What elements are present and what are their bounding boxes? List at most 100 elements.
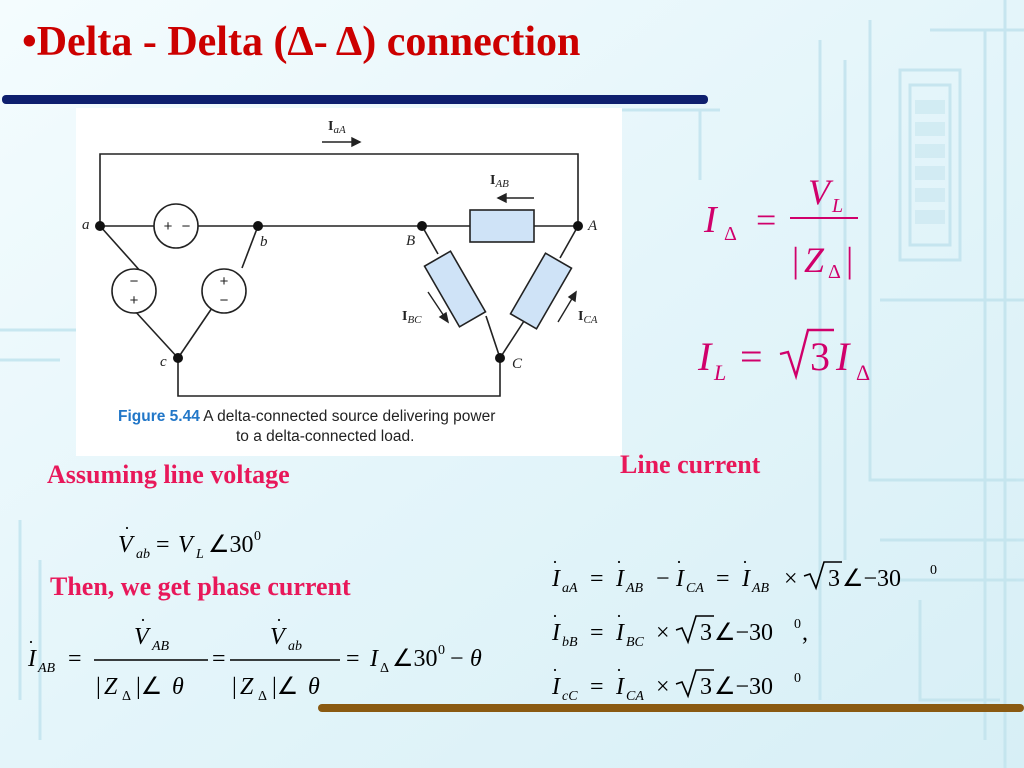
- equation-line-currents: I· aA = I· AB − I· CA = I· AB × 3 ∠−30 0…: [551, 552, 937, 704]
- svg-text:·: ·: [616, 552, 622, 572]
- svg-text:+: +: [130, 292, 139, 309]
- svg-text:=: =: [346, 646, 360, 672]
- svg-text:I: I: [615, 674, 625, 700]
- svg-text:Z: Z: [104, 674, 118, 700]
- svg-text:ab: ab: [136, 547, 150, 562]
- svg-text:+: +: [220, 273, 229, 290]
- source-ca: [111, 268, 157, 314]
- line-current-label: Line current: [620, 450, 761, 479]
- impedance-CA: [509, 252, 573, 330]
- svg-text:−: −: [450, 646, 464, 672]
- svg-text:·: ·: [276, 614, 282, 630]
- svg-text:I: I: [741, 566, 751, 592]
- svg-text:θ: θ: [172, 674, 184, 700]
- svg-text:I: I: [697, 334, 713, 379]
- assuming-label: Assuming line voltage: [47, 460, 290, 489]
- node-label-B: B: [406, 233, 415, 249]
- svg-text:Δ: Δ: [380, 661, 389, 676]
- svg-text:V: V: [118, 532, 135, 558]
- equation-line-current: I L = 3 I Δ: [697, 328, 870, 385]
- phase-current-label: Then, we get phase current: [50, 572, 351, 601]
- svg-text:·: ·: [140, 614, 146, 630]
- svg-text:Δ: Δ: [258, 689, 267, 704]
- svg-text:AB: AB: [151, 639, 170, 654]
- equation-line-voltage: V · ab = V L ∠30 0: [118, 522, 261, 562]
- svg-text:Δ: Δ: [856, 360, 870, 385]
- svg-text:·: ·: [616, 660, 622, 680]
- svg-text:0: 0: [254, 529, 261, 544]
- svg-text:I: I: [27, 646, 37, 672]
- svg-text:=: =: [740, 334, 763, 379]
- svg-text:I: I: [835, 334, 851, 379]
- svg-text:AB: AB: [751, 581, 770, 596]
- svg-text:I: I: [615, 620, 625, 646]
- svg-text:CA: CA: [626, 689, 644, 704]
- svg-text:L: L: [831, 195, 843, 217]
- svg-text:BC: BC: [626, 635, 645, 650]
- svg-text:=: =: [590, 674, 604, 700]
- circuit-diagram: +− −+ +−: [82, 119, 598, 397]
- svg-text:·: ·: [124, 522, 130, 538]
- svg-text:·: ·: [552, 660, 558, 680]
- svg-text:θ: θ: [308, 674, 320, 700]
- current-label-ICA: ICA: [578, 309, 598, 326]
- svg-text:0: 0: [794, 617, 801, 632]
- svg-text:Z: Z: [804, 240, 825, 280]
- node-label-c: c: [160, 354, 167, 370]
- svg-text:3: 3: [810, 334, 830, 379]
- equation-IcC: I· cC = I· CA × 3 ∠−30 0: [551, 660, 801, 704]
- svg-text:|: |: [96, 674, 101, 700]
- svg-text:∠−30: ∠−30: [714, 674, 773, 700]
- svg-text:0: 0: [438, 643, 445, 658]
- svg-text:=: =: [68, 646, 82, 672]
- svg-text:,: ,: [802, 620, 808, 646]
- svg-text:I: I: [369, 646, 379, 672]
- svg-text:−: −: [130, 273, 139, 290]
- svg-text:|: |: [232, 674, 237, 700]
- svg-text:|: |: [792, 240, 799, 280]
- svg-text:∠−30: ∠−30: [714, 620, 773, 646]
- equation-IbB: I· bB = I· BC × 3 ∠−30 0 ,: [551, 606, 808, 650]
- svg-text:L: L: [195, 547, 204, 562]
- svg-text:Δ: Δ: [828, 261, 841, 283]
- svg-text:=: =: [156, 532, 170, 558]
- svg-text:I: I: [551, 620, 561, 646]
- svg-text:Z: Z: [240, 674, 254, 700]
- svg-text:aA: aA: [562, 581, 578, 596]
- svg-text:·: ·: [552, 552, 558, 572]
- figure-caption-line2: to a delta-connected load.: [236, 428, 415, 445]
- svg-text:Δ: Δ: [724, 223, 737, 245]
- svg-text:·: ·: [742, 552, 748, 572]
- svg-text:−: −: [182, 218, 191, 235]
- node-label-C: C: [512, 356, 523, 372]
- svg-text:Δ: Δ: [122, 689, 131, 704]
- svg-text:V: V: [134, 624, 151, 650]
- svg-text:=: =: [716, 566, 730, 592]
- svg-text:V: V: [808, 172, 834, 212]
- svg-text:×: ×: [656, 674, 670, 700]
- svg-text:I: I: [615, 566, 625, 592]
- svg-text:V: V: [178, 532, 195, 558]
- svg-text:I: I: [551, 566, 561, 592]
- svg-text:I: I: [551, 674, 561, 700]
- impedance-BC: [423, 250, 487, 328]
- svg-text:|∠: |∠: [136, 674, 162, 700]
- svg-text:−: −: [656, 566, 670, 592]
- svg-text:3: 3: [828, 566, 840, 592]
- svg-text:ab: ab: [288, 639, 302, 654]
- svg-text:0: 0: [930, 563, 937, 578]
- svg-text:·: ·: [676, 552, 682, 572]
- svg-text:bB: bB: [562, 635, 578, 650]
- svg-text:cC: cC: [562, 689, 578, 704]
- svg-text:∠30: ∠30: [392, 646, 438, 672]
- svg-text:AB: AB: [37, 661, 56, 676]
- source-bc: [201, 268, 247, 314]
- svg-text:=: =: [212, 646, 226, 672]
- current-label-IaA: IaA: [328, 119, 346, 136]
- svg-text:I: I: [675, 566, 685, 592]
- svg-text:∠−30: ∠−30: [842, 566, 901, 592]
- svg-text:∠30: ∠30: [208, 532, 254, 558]
- slide-title: •Delta - Delta (Δ- Δ) connection: [22, 19, 581, 65]
- node-label-b: b: [260, 234, 268, 250]
- circuit-figure: +− −+ +−: [76, 108, 622, 456]
